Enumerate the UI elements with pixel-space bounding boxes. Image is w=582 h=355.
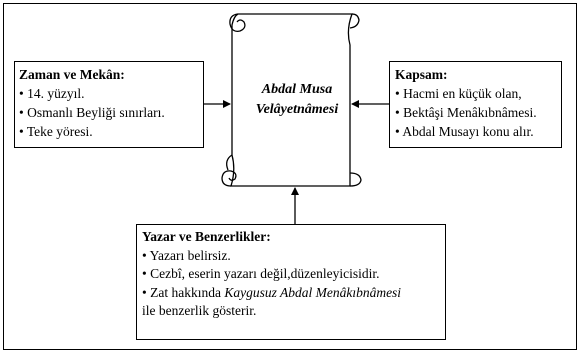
scroll-title-line1: Abdal Musa: [261, 82, 333, 97]
scroll-title-line2: Velâyetnâmesi: [255, 102, 339, 117]
similarity-work-title: Kaygusuz Abdal Menâkıbnâmesi: [224, 284, 402, 300]
author-item-similarity: • Zat hakkında Kaygusuz Abdal Menâkıbnâm…: [142, 284, 440, 303]
similarity-prefix: • Zat hakkında: [142, 284, 225, 300]
similarity-suffix: ile benzerlik gösterir.: [142, 303, 257, 318]
scope-item: • Hacmi en küçük olan,: [395, 86, 522, 101]
author-similarities-box: Yazar ve Benzerlikler: • Yazarı belirsiz…: [136, 224, 446, 340]
time-place-title: Zaman ve Mekân:: [19, 67, 125, 82]
scope-item: • Abdal Musayı konu alır.: [395, 124, 534, 139]
scroll-title: Abdal Musa Velâyetnâmesi: [236, 80, 358, 120]
diagram-frame: [3, 3, 577, 350]
author-item: • Yazarı belirsiz.: [142, 247, 231, 263]
time-place-box: Zaman ve Mekân: • 14. yüzyıl. • Osmanlı …: [14, 61, 204, 148]
scope-item: • Bektâşi Menâkıbnâmesi.: [395, 105, 537, 120]
scope-title: Kapsam:: [395, 67, 448, 82]
author-similarities-title: Yazar ve Benzerlikler:: [142, 229, 271, 244]
time-place-item: • 14. yüzyıl.: [19, 86, 85, 101]
time-place-item: • Teke yöresi.: [19, 124, 93, 139]
author-item: • Cezbî, eserin yazarı değil,düzenleyici…: [142, 266, 380, 281]
scroll-shape: [221, 13, 362, 187]
scope-box: Kapsam: • Hacmi en küçük olan, • Bektâşi…: [389, 61, 562, 148]
time-place-item: • Osmanlı Beyliği sınırları.: [19, 105, 165, 120]
